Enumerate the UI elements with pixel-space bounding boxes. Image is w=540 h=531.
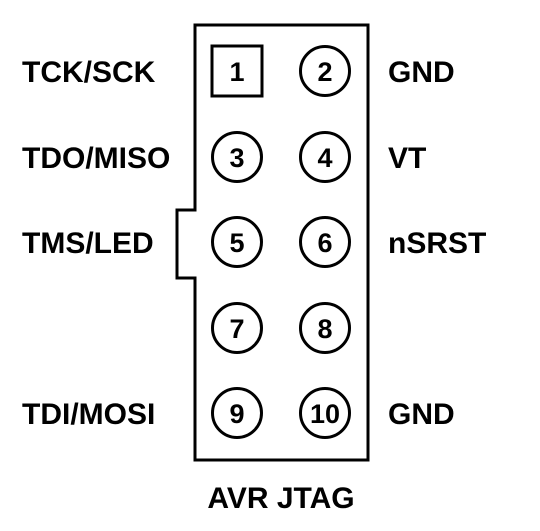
diagram-title: AVR JTAG	[207, 482, 354, 515]
pin-number: 1	[229, 57, 244, 87]
left-signal-label: TDO/MISO	[22, 142, 170, 175]
pin-circle	[299, 302, 351, 354]
pin-circle	[211, 302, 263, 354]
pin-row: TDO/MISO 3 4 VT	[22, 131, 426, 183]
pin-number: 6	[317, 228, 332, 258]
pin-row: TCK/SCK 1 2 GND	[22, 44, 455, 98]
pin-number: 5	[229, 228, 244, 258]
right-signal-label: VT	[388, 142, 426, 175]
pin-circle	[299, 216, 351, 268]
pin-circle	[299, 387, 351, 439]
pin-number: 8	[317, 314, 332, 344]
pin-number: 9	[229, 399, 244, 429]
pin-circle	[299, 131, 351, 183]
pin-1-square-marker	[210, 44, 264, 98]
pin-number: 4	[317, 143, 332, 173]
right-signal-label: nSRST	[388, 227, 486, 260]
left-signal-label: TCK/SCK	[22, 56, 156, 89]
pin-circle	[211, 216, 263, 268]
pin-circle	[211, 131, 263, 183]
left-signal-label: TMS/LED	[22, 227, 154, 260]
pin-row: TMS/LED 5 6 nSRST	[22, 216, 486, 268]
left-signal-label: TDI/MOSI	[22, 398, 155, 431]
pin-row: TDI/MOSI 9 10 GND	[22, 387, 455, 439]
pin-circle	[299, 45, 351, 97]
pin-number: 7	[229, 314, 244, 344]
pin-number: 10	[310, 399, 340, 429]
pin-number: 2	[317, 57, 332, 87]
pin-circle	[211, 387, 263, 439]
right-signal-label: GND	[388, 56, 455, 89]
right-signal-label: GND	[388, 398, 455, 431]
pin-number: 3	[229, 143, 244, 173]
connector-outline	[175, 23, 370, 462]
